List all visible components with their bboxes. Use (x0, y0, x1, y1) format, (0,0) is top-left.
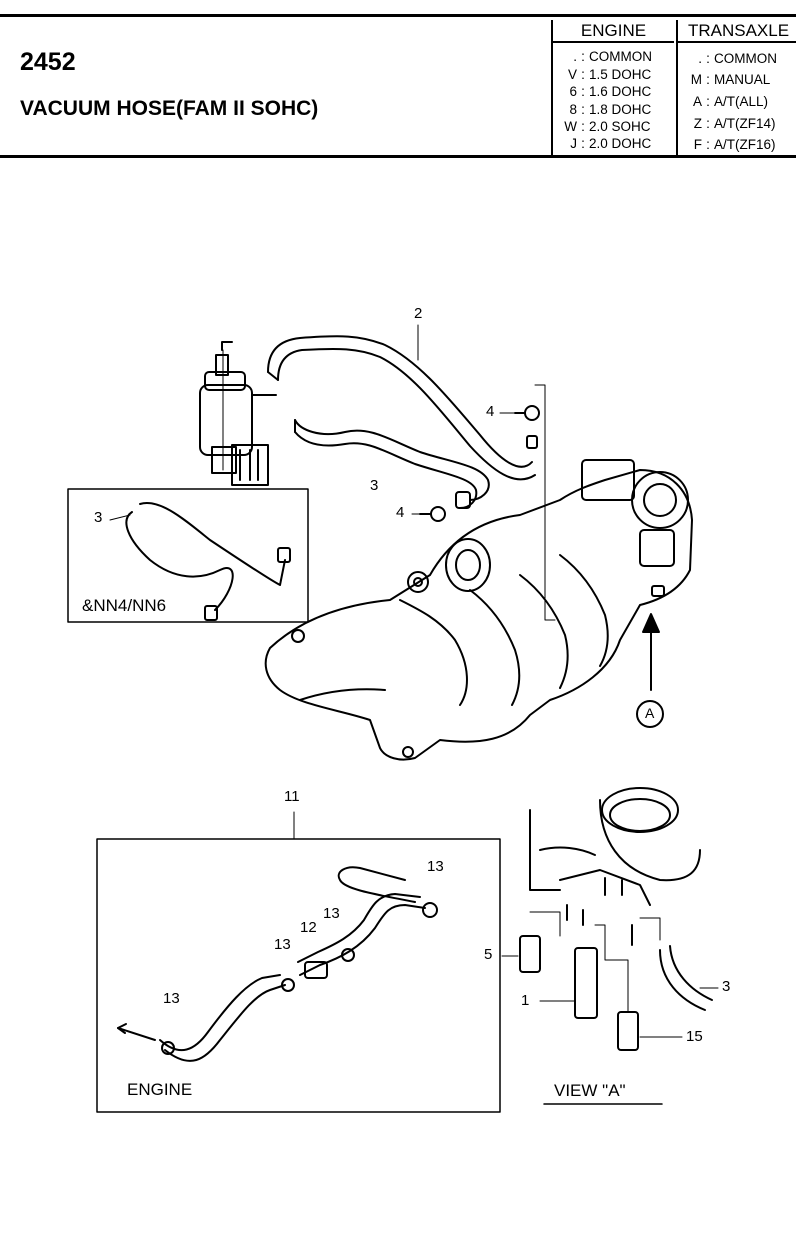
spec-table: ENGINE TRANSAXLE .:COMMON V:1.5 DOHC 6:1… (551, 20, 796, 155)
view-a-pointer (636, 613, 664, 728)
plug-15 (617, 1011, 639, 1051)
callout-5: 5 (484, 946, 493, 963)
transaxle-heading-rule (678, 41, 796, 43)
check-valve-12 (304, 961, 328, 979)
callout-3-inset: 3 (94, 509, 103, 526)
view-a-marker: A (645, 705, 655, 721)
transaxle-row: M:MANUAL (690, 72, 771, 87)
transaxle-row: F:A/T(ZF16) (693, 137, 776, 152)
engine-row: 6:1.6 DOHC (569, 84, 652, 99)
hose-clamp-13 (422, 902, 438, 918)
hose-clamp-13 (341, 948, 355, 962)
vacuum-hose-3 (294, 419, 490, 509)
engine-row: W:2.0 SOHC (564, 119, 651, 134)
vacuum-hose-2 (267, 335, 536, 481)
engine-row: J:2.0 DOHC (570, 136, 652, 151)
header-top-rule (0, 14, 796, 17)
callout-4-lower: 4 (396, 504, 405, 521)
callout-15: 15 (686, 1028, 703, 1045)
callout-13: 13 (427, 858, 444, 875)
engine-row: .:COMMON (573, 49, 652, 64)
callout-4-upper: 4 (486, 403, 495, 420)
transaxle-row: Z:A/T(ZF14) (693, 116, 776, 131)
part-number: 2452 (20, 48, 76, 76)
callout-13: 13 (274, 936, 291, 953)
callout-12: 12 (300, 919, 317, 936)
header-bottom-rule (0, 155, 796, 158)
hose-assembly-box (96, 838, 501, 1113)
engine-label: ENGINE (127, 1080, 193, 1099)
callout-3-main: 3 (370, 477, 379, 494)
transaxle-heading: TRANSAXLE (687, 21, 790, 40)
engine-heading-rule (551, 41, 674, 43)
view-a-detail (519, 787, 713, 1105)
hose-clamp-13 (281, 978, 295, 992)
plug-5 (519, 935, 541, 973)
hose-1 (574, 947, 598, 1019)
inset-note: &NN4/NN6 (82, 596, 167, 615)
intake-manifold (264, 459, 693, 761)
engine-heading: ENGINE (580, 21, 647, 40)
callout-13: 13 (323, 905, 340, 922)
header: 2452 VACUUM HOSE(FAM II SOHC) ENGINE TRA… (0, 0, 796, 160)
transaxle-row: A:A/T(ALL) (692, 94, 769, 109)
hose-clamp-4-upper (514, 405, 540, 449)
vacuum-solenoid-valve (199, 341, 277, 486)
engine-row: 8:1.8 DOHC (569, 102, 652, 117)
callout-2: 2 (414, 305, 423, 322)
callout-3-view-a: 3 (722, 978, 731, 995)
engine-row: V:1.5 DOHC (567, 67, 652, 82)
view-a-label: VIEW "A" (554, 1081, 626, 1100)
callout-11: 11 (284, 788, 300, 805)
transaxle-row: .:COMMON (698, 51, 777, 66)
callout-1: 1 (521, 992, 530, 1009)
spec-table-divider (676, 20, 678, 155)
inset-box-alt-hose (67, 488, 309, 623)
hose-clamp-13 (161, 1041, 175, 1055)
callout-13: 13 (163, 990, 180, 1007)
page-title: VACUUM HOSE(FAM II SOHC) (20, 97, 319, 120)
alt-vacuum-hose-3 (125, 502, 291, 621)
spec-table-left-border (551, 20, 553, 155)
vacuum-hose-assembly-11 (117, 866, 438, 1062)
